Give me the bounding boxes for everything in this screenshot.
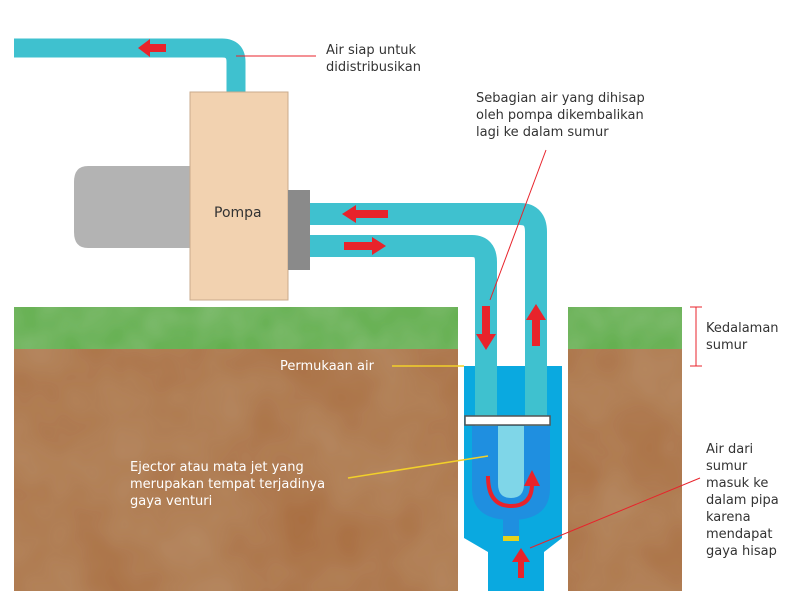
label-ejector: Ejector atau mata jet yang merupakan tem… (130, 460, 329, 509)
ground (14, 307, 682, 591)
label-distribusi: Air siap untuk didistribusikan (326, 43, 421, 75)
leader-dikembalikan (489, 149, 547, 301)
label-dikembalikan: Sebagian air yang dihisap oleh pompa dik… (476, 91, 649, 140)
suction-pipe (308, 235, 497, 430)
label-permukaan: Permukaan air (280, 359, 375, 374)
well-plate (464, 415, 551, 426)
grass-right (568, 307, 682, 349)
leader-ejector (347, 455, 489, 479)
pump-body (189, 91, 289, 301)
motor (74, 166, 190, 248)
return-pipe (308, 203, 547, 430)
ejector-throat (503, 500, 519, 540)
arrow-return-left (342, 205, 388, 223)
grass-left (14, 307, 458, 349)
pump-label: Pompa (214, 205, 262, 221)
pump: Pompa (74, 91, 310, 301)
arrow-up-suction (526, 304, 546, 346)
soil-right (568, 307, 682, 591)
arrow-up-bottom (512, 548, 530, 578)
arrow-ejector-head (524, 470, 540, 486)
soil-left (14, 307, 458, 591)
arrow-ejector-curve (486, 475, 534, 509)
text-labels: Air siap untuk didistribusikan Sebagian … (130, 43, 783, 559)
label-kedalaman: Kedalaman sumur (706, 321, 783, 353)
arrow-suction-right (344, 237, 386, 255)
leader-lines (236, 55, 702, 549)
distribution-pipe (14, 38, 246, 92)
pump-coupling (288, 190, 310, 270)
arrow-down-return (476, 306, 496, 350)
flow-arrows (138, 39, 546, 578)
arrow-distribution (138, 39, 166, 57)
ejector-nozzle (503, 536, 519, 541)
depth-bracket (690, 306, 702, 367)
leader-air-dari (529, 477, 701, 549)
ejector-inner (498, 426, 524, 498)
label-air-dari: Air dari sumur masuk ke dalam pipa karen… (706, 442, 783, 559)
